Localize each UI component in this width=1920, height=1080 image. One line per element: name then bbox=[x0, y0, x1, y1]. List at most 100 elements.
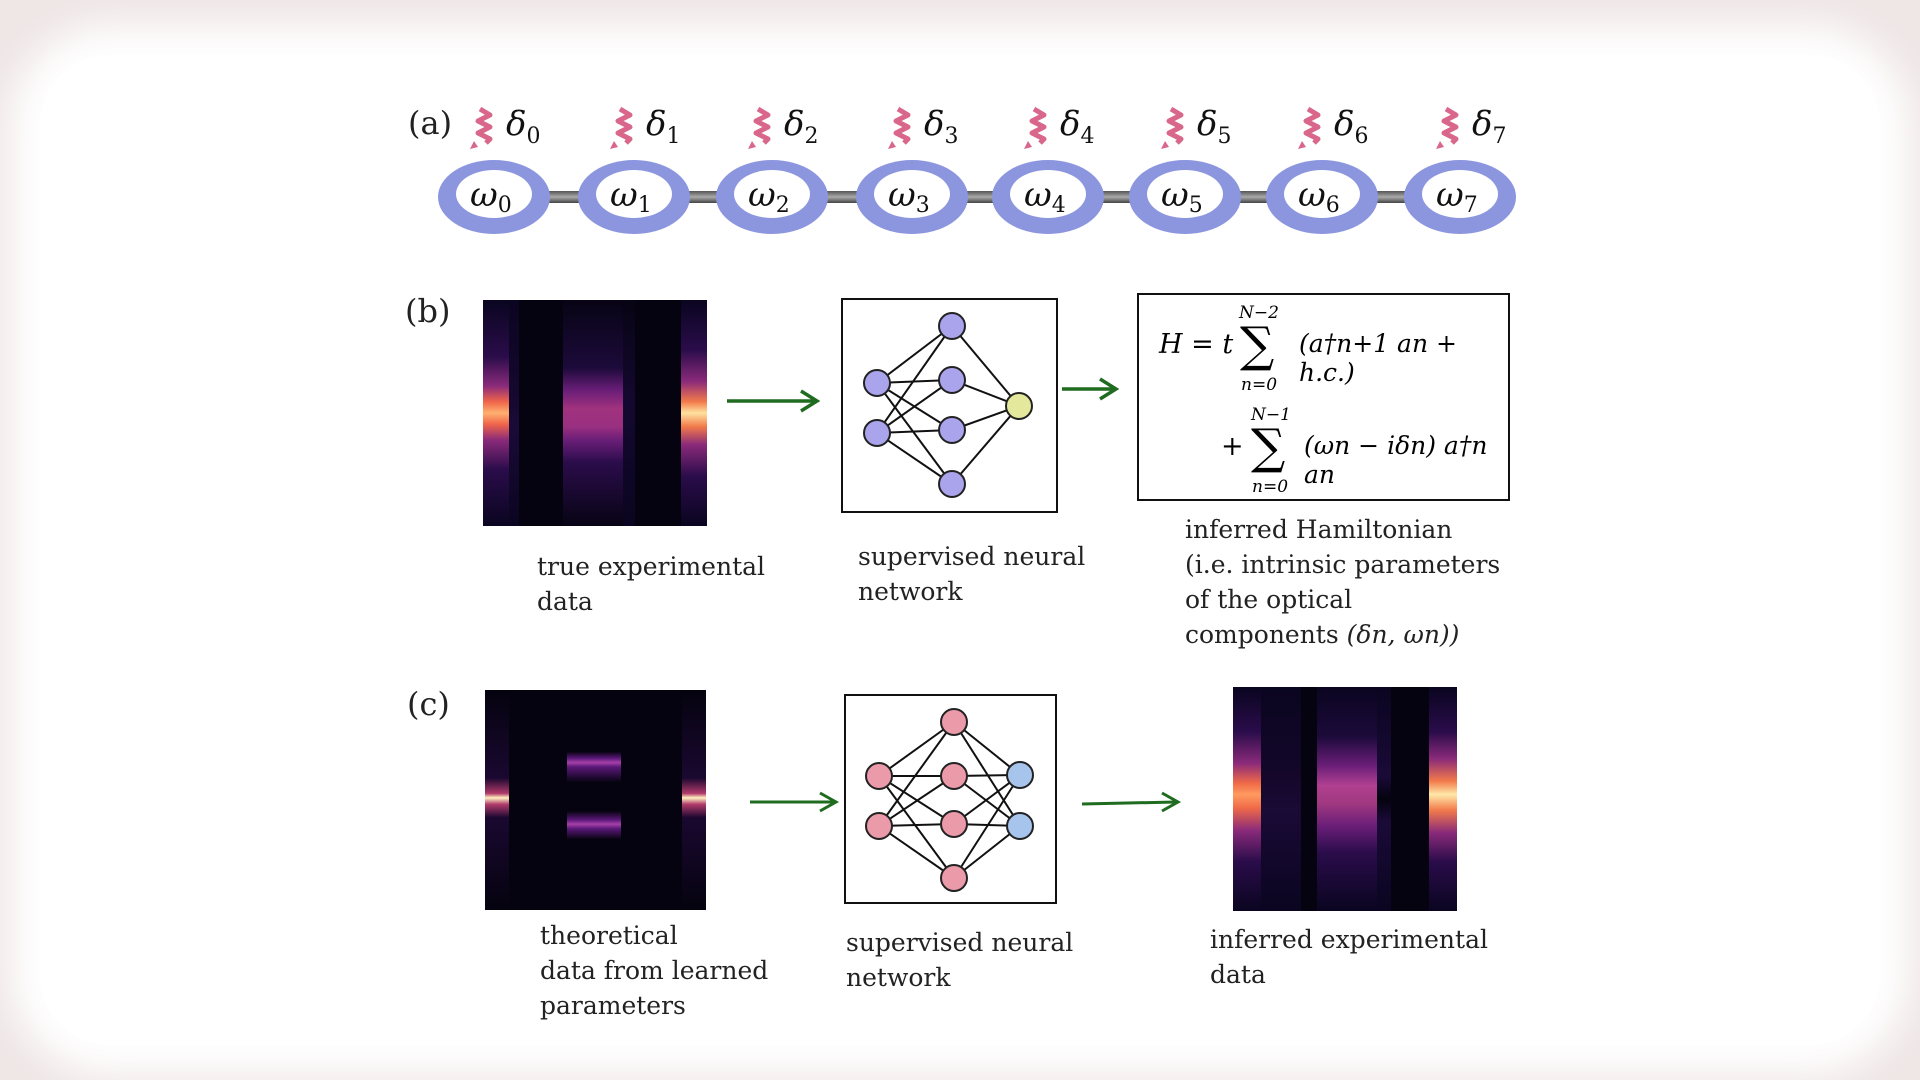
arrow-c2 bbox=[1081, 791, 1182, 813]
network-caption-c: supervised neural network bbox=[846, 925, 1073, 995]
drive-arrowhead bbox=[748, 141, 756, 149]
hamiltonian-caption: inferred Hamiltonian (i.e. intrinsic par… bbox=[1185, 512, 1500, 652]
resonator-core bbox=[1284, 170, 1360, 218]
delta-label: δ2 bbox=[784, 104, 818, 149]
caption-line: data bbox=[1210, 960, 1266, 989]
caption-line: inferred experimental bbox=[1210, 925, 1488, 954]
resonator-core bbox=[1147, 170, 1223, 218]
drive-arrowhead bbox=[610, 141, 618, 149]
network-edge bbox=[876, 325, 953, 434]
network-node bbox=[1006, 761, 1034, 789]
drive-arrowhead bbox=[1024, 141, 1032, 149]
omega-label: ω2 bbox=[748, 175, 790, 218]
center-band bbox=[567, 690, 621, 910]
resonator-core bbox=[1422, 170, 1498, 218]
squiggle-drive-icon bbox=[475, 106, 493, 145]
omega-label: ω5 bbox=[1161, 175, 1203, 218]
theoretical-caption: theoretical data from learned parameters bbox=[540, 918, 768, 1023]
omega-label: ω3 bbox=[888, 175, 930, 218]
caption-line: supervised neural bbox=[846, 928, 1074, 957]
network-edge bbox=[953, 721, 1021, 776]
resonator-5: ω5 δ5 bbox=[1129, 104, 1241, 234]
caption-line: true experimental bbox=[537, 552, 766, 581]
delta-label: δ3 bbox=[924, 104, 958, 149]
intensity-column bbox=[1377, 687, 1391, 911]
eq-line2-body: (ωn − iδn) a†n an bbox=[1304, 431, 1488, 489]
network-node bbox=[938, 416, 966, 444]
network-edge bbox=[953, 825, 1021, 879]
hamiltonian-box: H = t N−2 ∑ n=0 (a†n+1 an + h.c.) + N−1 … bbox=[1137, 293, 1510, 501]
drive-arrowhead bbox=[1161, 141, 1169, 149]
panel-label-a: (a) bbox=[408, 104, 453, 142]
caption-math: (δn, ωn)) bbox=[1346, 620, 1460, 649]
network-node bbox=[938, 312, 966, 340]
network-edge bbox=[951, 405, 1020, 485]
squiggle-drive-icon bbox=[1303, 106, 1321, 145]
edge-peak-right bbox=[682, 690, 706, 910]
network-edge bbox=[953, 774, 1021, 879]
caption-line: parameters bbox=[540, 991, 686, 1020]
network-edge bbox=[878, 775, 955, 879]
caption-line: network bbox=[858, 577, 963, 606]
caption-line: components (δn, ωn)) bbox=[1185, 617, 1500, 652]
network-edges bbox=[878, 721, 1021, 879]
network-node bbox=[940, 762, 968, 790]
squiggle-drive-icon bbox=[893, 106, 911, 145]
resonator-core bbox=[874, 170, 950, 218]
delta-label: δ0 bbox=[506, 104, 540, 149]
squiggle-drive-icon bbox=[1166, 106, 1184, 145]
squiggle-drive-icon bbox=[1441, 106, 1459, 145]
caption-line: data from learned bbox=[540, 956, 769, 985]
resonator-2: ω2 δ2 bbox=[716, 104, 828, 234]
panel-label-b: (b) bbox=[405, 292, 451, 330]
network-edge bbox=[876, 382, 953, 485]
network-node bbox=[865, 762, 893, 790]
caption-line: (i.e. intrinsic parameters bbox=[1185, 550, 1501, 579]
caption-line: supervised neural bbox=[858, 542, 1086, 571]
theoretical-heatmap bbox=[485, 690, 706, 910]
inferred-experimental-caption: inferred experimental data bbox=[1210, 922, 1488, 992]
network-node bbox=[940, 708, 968, 736]
network-edge bbox=[876, 325, 953, 384]
drive-arrowhead bbox=[470, 141, 478, 149]
eq-plus: + bbox=[1221, 431, 1244, 462]
true-experimental-caption: true experimental data bbox=[537, 549, 765, 619]
caption-line: network bbox=[846, 963, 951, 992]
edge-peak-left bbox=[485, 690, 509, 910]
edge-peak-left bbox=[1233, 687, 1261, 911]
network-node bbox=[863, 369, 891, 397]
sum1-symbol: ∑ bbox=[1240, 317, 1275, 373]
inferred-experimental-heatmap bbox=[1233, 687, 1457, 911]
edge-peak-right bbox=[681, 300, 707, 526]
caption-line: data bbox=[537, 587, 593, 616]
intensity-column bbox=[1261, 687, 1301, 911]
eq-line1-body: (a†n+1 an + h.c.) bbox=[1299, 329, 1457, 387]
network-diagram-b bbox=[863, 312, 1033, 498]
sum1-lower: n=0 bbox=[1241, 375, 1278, 395]
arrow-b2 bbox=[1062, 377, 1120, 401]
true-experimental-heatmap bbox=[483, 300, 707, 526]
resonator-core bbox=[596, 170, 672, 218]
network-edge bbox=[951, 325, 1020, 407]
edge-peak-left bbox=[483, 300, 509, 526]
network-diagram-c bbox=[865, 708, 1034, 892]
panel-label-c: (c) bbox=[407, 685, 450, 723]
drive-arrowhead bbox=[1298, 141, 1306, 149]
drive-arrowhead bbox=[1436, 141, 1444, 149]
delta-label: δ7 bbox=[1472, 104, 1506, 149]
omega-label: ω1 bbox=[610, 175, 652, 218]
squiggle-drive-icon bbox=[753, 106, 771, 145]
resonator-core bbox=[456, 170, 532, 218]
network-edge bbox=[953, 721, 1021, 827]
delta-label: δ5 bbox=[1197, 104, 1231, 149]
squiggle-drive-icon bbox=[615, 106, 633, 145]
neural-network-c bbox=[844, 694, 1057, 904]
caption-text: components bbox=[1185, 620, 1339, 649]
arrow-c1 bbox=[750, 791, 840, 813]
